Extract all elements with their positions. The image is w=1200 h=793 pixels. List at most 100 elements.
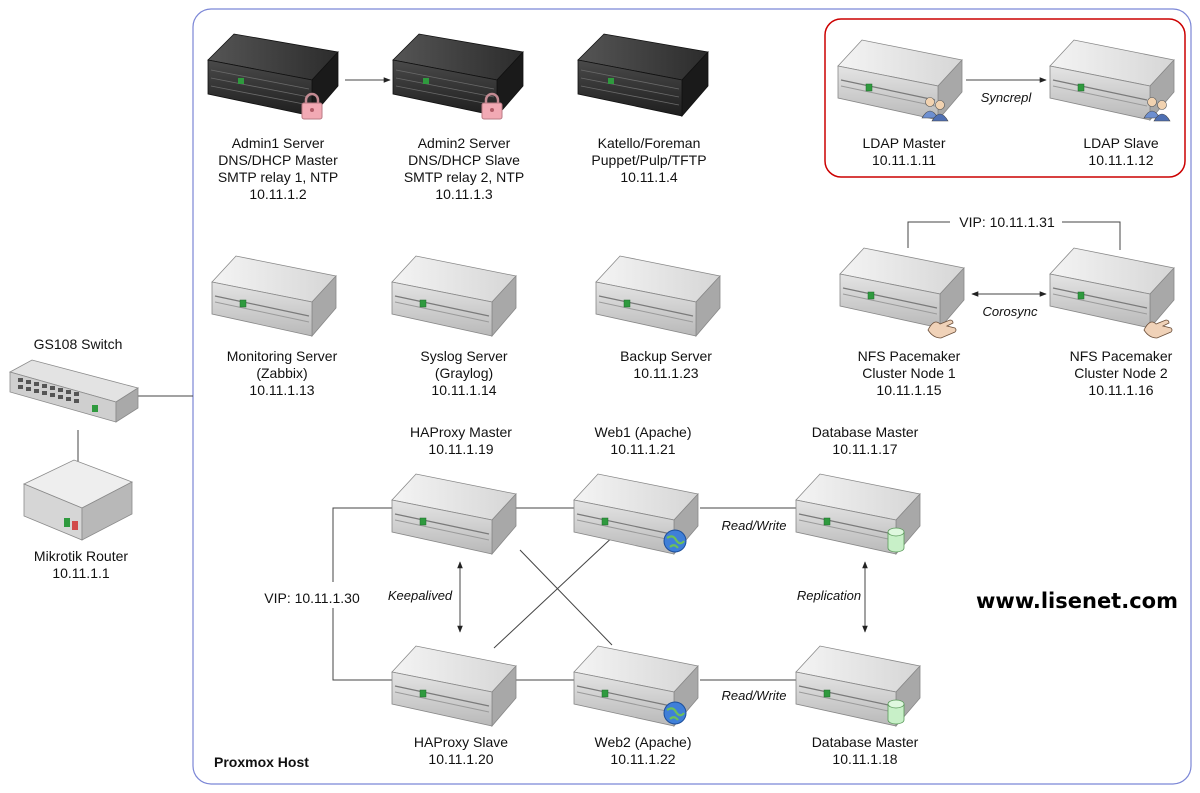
server-db-master-2[interactable]	[795, 645, 921, 727]
server-haproxy-master[interactable]	[391, 473, 517, 555]
label-replication: Replication	[797, 588, 861, 603]
ldap-group-boundary	[824, 18, 1186, 178]
label-line: (Zabbix)	[256, 365, 307, 381]
label-syslog: Syslog Server(Graylog)10.11.1.14	[420, 348, 507, 398]
label-line: Database Master	[812, 424, 919, 440]
label-line: Puppet/Pulp/TFTP	[591, 152, 706, 168]
label-line: DNS/DHCP Slave	[408, 152, 520, 168]
label-line: Syslog Server	[420, 348, 507, 364]
label-line: SMTP relay 2, NTP	[404, 169, 524, 185]
globe-icon	[662, 700, 688, 726]
server-admin2[interactable]	[392, 33, 524, 121]
label-line: 10.11.1.20	[428, 751, 493, 767]
server-monitoring[interactable]	[211, 255, 337, 337]
label-line: Backup Server	[620, 348, 712, 364]
label-nfs-vip: VIP: 10.11.1.31	[959, 214, 1055, 230]
label-syncrepl: Syncrepl	[981, 90, 1033, 105]
label-line: 10.11.1.1	[52, 565, 110, 581]
label-line: NFS Pacemaker	[858, 348, 961, 364]
label-switch: GS108 Switch	[34, 336, 123, 352]
server-haproxy-slave[interactable]	[391, 645, 517, 727]
label-line: HAProxy Slave	[414, 734, 508, 750]
label-line: 10.11.1.14	[431, 382, 496, 398]
label-line: LDAP Slave	[1083, 135, 1158, 151]
label-corosync: Corosync	[983, 304, 1038, 319]
server-ldap-slave[interactable]	[1049, 39, 1175, 122]
server-backup[interactable]	[595, 255, 721, 337]
server-nfs1[interactable]	[839, 247, 965, 339]
label-line: 10.11.1.21	[610, 441, 675, 457]
server-db-master-1[interactable]	[795, 473, 921, 555]
label-keepalived: Keepalived	[388, 588, 453, 603]
watermark: www.lisenet.com	[976, 589, 1178, 613]
label-line: 10.11.1.17	[832, 441, 897, 457]
gs108-switch	[8, 359, 139, 423]
haproxy-vip-top-line	[332, 507, 393, 582]
label-web2: Web2 (Apache)10.11.1.22	[594, 734, 691, 767]
globe-icon	[662, 528, 688, 554]
label-web1: Web1 (Apache)10.11.1.21	[594, 424, 691, 457]
label-line: 10.11.1.16	[1088, 382, 1153, 398]
label-line: Monitoring Server	[227, 348, 338, 364]
label-line: 10.11.1.4	[620, 169, 678, 185]
server-admin1[interactable]	[207, 33, 339, 121]
label-line: 10.11.1.12	[1088, 152, 1153, 168]
label-line: Web1 (Apache)	[594, 424, 691, 440]
proxmox-host-label: Proxmox Host	[214, 754, 309, 770]
label-read-write-1: Read/Write	[721, 518, 786, 533]
haproxy-vip-bottom-line	[332, 608, 393, 681]
label-line: Mikrotik Router	[34, 548, 128, 564]
server-web2[interactable]	[573, 645, 699, 727]
label-line: (Graylog)	[435, 365, 493, 381]
mikrotik-router	[23, 459, 133, 541]
label-read-write-2: Read/Write	[721, 688, 786, 703]
database-icon	[887, 527, 905, 553]
label-line: NFS Pacemaker	[1070, 348, 1173, 364]
label-line: 10.11.1.23	[633, 365, 698, 381]
label-line: 10.11.1.2	[249, 186, 307, 202]
label-line: LDAP Master	[863, 135, 946, 151]
label-line: DNS/DHCP Master	[218, 152, 338, 168]
server-nfs2[interactable]	[1049, 247, 1175, 339]
label-line: Cluster Node 2	[1074, 365, 1168, 381]
label-haproxy-vip: VIP: 10.11.1.30	[264, 590, 360, 606]
label-line: Cluster Node 1	[862, 365, 956, 381]
label-line: 10.11.1.3	[435, 186, 493, 202]
label-monitoring: Monitoring Server(Zabbix)10.11.1.13	[227, 348, 338, 398]
connection-lines	[77, 77, 1121, 681]
label-line: Web2 (Apache)	[594, 734, 691, 750]
server-syslog[interactable]	[391, 255, 517, 337]
nfs-vip-left-line	[907, 221, 950, 248]
label-line: Admin1 Server	[232, 135, 325, 151]
label-line: GS108 Switch	[34, 336, 123, 352]
label-line: 10.11.1.22	[610, 751, 675, 767]
label-line: Katello/Foreman	[598, 135, 701, 151]
label-line: 10.11.1.13	[249, 382, 314, 398]
server-ldap-master[interactable]	[837, 39, 963, 122]
label-line: 10.11.1.18	[832, 751, 897, 767]
label-line: 10.11.1.19	[428, 441, 493, 457]
label-line: 10.11.1.11	[872, 152, 936, 168]
database-icon	[887, 699, 905, 725]
nfs-vip-right-line	[1062, 221, 1121, 250]
haproxy-slave-web1-link	[493, 531, 619, 649]
label-line: SMTP relay 1, NTP	[218, 169, 338, 185]
haproxy-master-web2-link	[519, 549, 613, 646]
server-web1[interactable]	[573, 473, 699, 555]
label-line: HAProxy Master	[410, 424, 512, 440]
label-line: Admin2 Server	[418, 135, 511, 151]
server-katello[interactable]	[577, 33, 709, 117]
